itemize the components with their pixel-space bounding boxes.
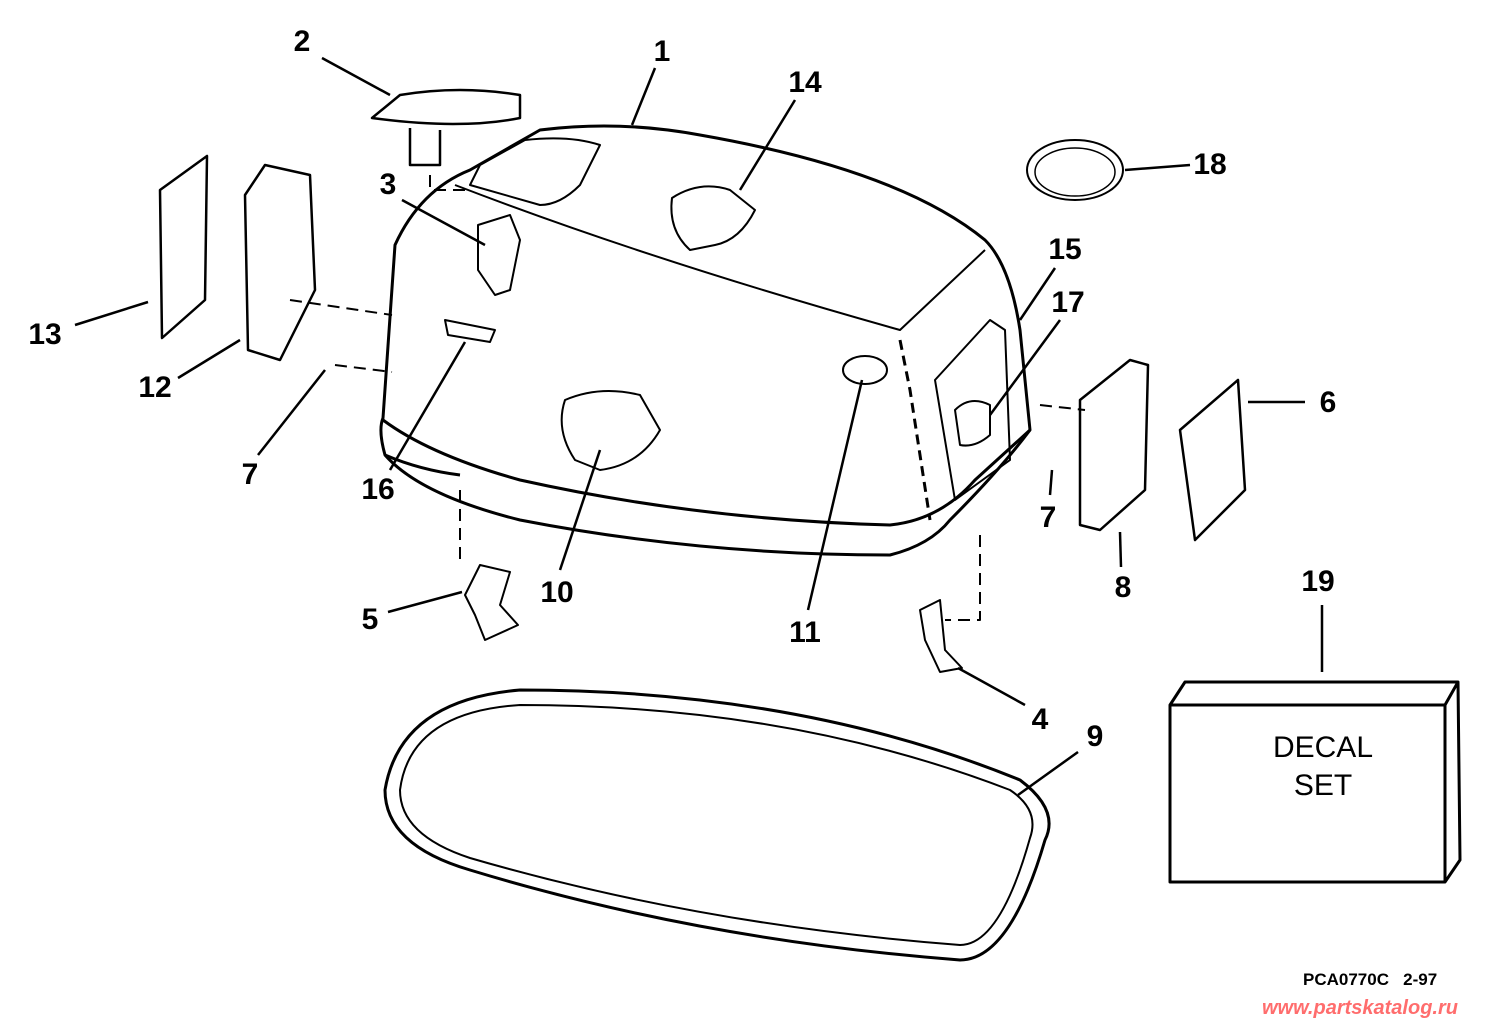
callout-1: 1 — [653, 35, 671, 68]
seal-9-inner — [399, 704, 1034, 946]
cover-seam — [898, 339, 932, 521]
bracket-5 — [464, 564, 519, 641]
decal-line-1: DECAL — [1272, 731, 1374, 764]
seal-9 — [383, 688, 1051, 962]
callout-7-left: 7 — [241, 458, 259, 491]
plate-6 — [1178, 378, 1247, 542]
bracket-12 — [243, 163, 317, 362]
callout-3: 3 — [379, 168, 397, 201]
callout-19: 19 — [1301, 565, 1335, 598]
vent-opening — [469, 137, 601, 206]
callout-16: 16 — [361, 473, 395, 506]
decal-line-2: SET — [1293, 769, 1353, 802]
watermark: www.partskatalog.ru — [1262, 997, 1458, 1019]
cover-crease — [454, 184, 986, 331]
leader-lines — [74, 56, 1324, 797]
callout-15: 15 — [1048, 233, 1082, 266]
callout-6: 6 — [1319, 386, 1337, 419]
callout-10: 10 — [540, 576, 574, 609]
clip — [444, 319, 496, 343]
callout-12: 12 — [138, 371, 172, 404]
callout-13: 13 — [28, 318, 62, 351]
callout-7-right: 7 — [1039, 501, 1057, 534]
cable-18 — [1026, 139, 1124, 201]
callout-4: 4 — [1031, 703, 1049, 736]
cover-rim-lower — [384, 453, 461, 477]
callout-8: 8 — [1114, 571, 1132, 604]
callout-11: 11 — [789, 616, 821, 649]
callout-18: 18 — [1193, 148, 1227, 181]
plate-13 — [158, 154, 209, 340]
callout-2: 2 — [293, 25, 311, 58]
callout-5: 5 — [361, 603, 379, 636]
decal-box — [1168, 680, 1462, 884]
bracket-4 — [919, 599, 963, 673]
side-panel — [934, 319, 1011, 501]
callout-17: 17 — [1051, 286, 1085, 319]
sound-pad-14 — [670, 185, 756, 251]
sound-pad-17 — [954, 400, 991, 447]
figure-code: PCA0770C 2-97 — [1303, 970, 1438, 989]
decal-set-label: DECAL SET — [1223, 729, 1423, 805]
cable-18-inner — [1034, 147, 1116, 197]
sound-pad-10 — [560, 390, 661, 471]
grommet — [842, 355, 888, 385]
callout-9: 9 — [1086, 720, 1104, 753]
callout-14: 14 — [788, 66, 822, 99]
cover-part-2 — [370, 88, 522, 167]
assembly-lines — [289, 175, 1086, 621]
engine-cover — [379, 124, 1032, 557]
latch — [477, 214, 521, 296]
frame-8 — [1078, 358, 1150, 532]
